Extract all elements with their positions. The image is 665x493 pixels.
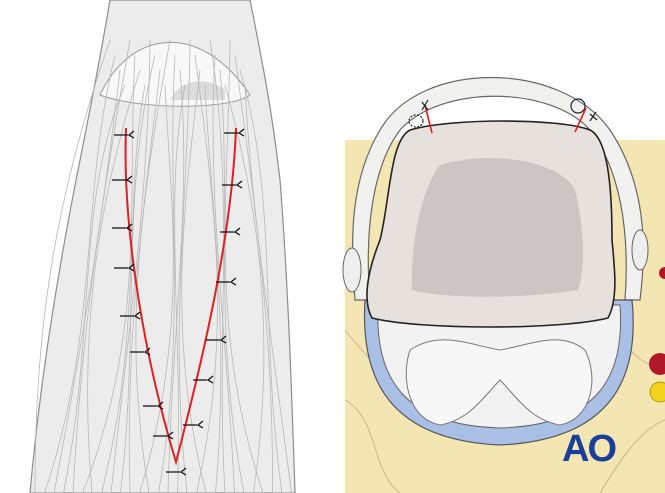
stitch-mark — [220, 227, 241, 236]
logo-text: AO — [562, 428, 617, 470]
stitch-mark — [120, 311, 141, 320]
right-vessel — [631, 229, 649, 271]
fiber-line — [244, 84, 292, 493]
vertebral-core — [411, 158, 583, 297]
suture-line — [124, 127, 237, 466]
stitch-mark — [114, 263, 135, 272]
fiber-line — [53, 69, 121, 493]
stitch-mark — [112, 223, 133, 232]
fiber-line — [234, 54, 273, 493]
stitch-mark — [112, 175, 133, 184]
stitch-mark — [153, 431, 174, 440]
ligament-body — [29, 0, 296, 493]
fiber-line — [194, 54, 218, 493]
fiber-line — [120, 54, 156, 493]
fiber-line — [178, 39, 191, 493]
fiber-line — [219, 69, 245, 493]
suture-stitches — [112, 128, 245, 476]
stitch-mark — [166, 467, 187, 476]
bone-outlines — [344, 329, 665, 493]
left-vessel — [342, 247, 362, 293]
fiber-line — [212, 54, 235, 493]
artery — [649, 353, 665, 375]
fiber-line — [167, 69, 185, 493]
fiber-line — [139, 84, 174, 493]
fiber-line — [135, 39, 171, 493]
ligament-view — [29, 0, 296, 493]
stitch-mark — [114, 130, 135, 139]
stitch-mark — [193, 375, 214, 384]
stitch-mark — [222, 180, 243, 189]
fiber-line — [101, 84, 146, 493]
fiber-line — [128, 69, 161, 493]
spinal-cord — [405, 339, 593, 426]
fiber-line — [87, 69, 141, 493]
stitch-mark — [130, 347, 151, 356]
fiber-line — [209, 39, 226, 493]
fiber-line — [34, 39, 111, 493]
ao-logo: AO — [562, 428, 617, 471]
suture-knots — [408, 98, 598, 134]
stitch-mark — [183, 420, 204, 429]
fiber-line — [174, 84, 186, 493]
stitch-mark — [143, 401, 164, 410]
cross-section-view — [342, 76, 665, 493]
fiber-line — [158, 54, 176, 493]
nerve — [649, 381, 665, 403]
fiber-line — [72, 39, 131, 493]
artery-small — [659, 267, 665, 279]
stitch-mark — [224, 128, 245, 137]
fiber-line — [204, 84, 222, 493]
fiber-line — [239, 69, 283, 493]
fiber-line — [110, 39, 151, 493]
fiber-line — [63, 84, 126, 493]
fiber-line — [181, 69, 207, 493]
fiber-line — [224, 39, 264, 493]
ligament-fibers — [34, 39, 292, 493]
stitch-mark — [216, 277, 237, 286]
fiber-line — [44, 54, 116, 493]
stitch-mark — [206, 335, 227, 344]
